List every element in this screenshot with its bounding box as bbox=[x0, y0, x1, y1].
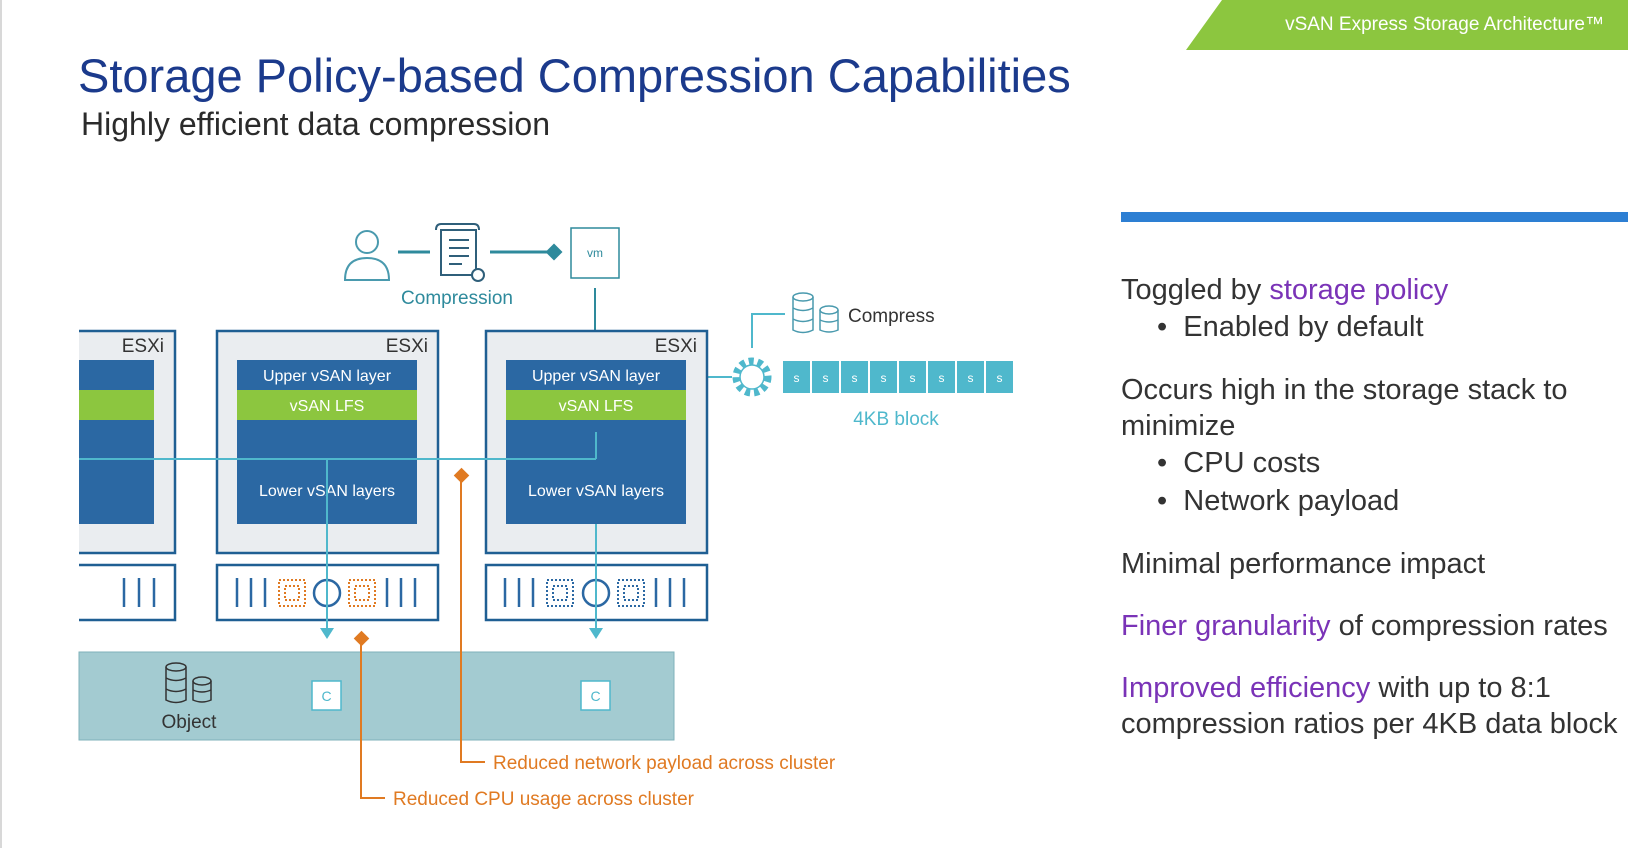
page-title: Storage Policy-based Compression Capabil… bbox=[78, 49, 1071, 102]
page-subtitle: Highly efficient data compression bbox=[81, 106, 550, 142]
esxi-label: ESXi bbox=[122, 336, 164, 357]
network-note: Reduced network payload across cluster bbox=[493, 753, 836, 774]
user-icon bbox=[343, 230, 391, 281]
block-segment-label: s bbox=[881, 371, 887, 385]
block-segment-label: s bbox=[910, 371, 916, 385]
product-badge-label: vSAN Express Storage Architecture™ bbox=[1285, 14, 1604, 35]
block-segment bbox=[986, 361, 1013, 393]
block-segment-label: s bbox=[997, 371, 1003, 385]
block-label: 4KB block bbox=[853, 409, 939, 430]
point-high-in-stack: Occurs high in the storage stack to mini… bbox=[1121, 374, 1568, 442]
cpu-chip-icon bbox=[546, 579, 574, 607]
bullet-enabled-default: • Enabled by default bbox=[1157, 311, 1424, 343]
left-edge-rule bbox=[0, 0, 2, 848]
cpu-chip-icon bbox=[617, 579, 645, 607]
block-segment-label: s bbox=[939, 371, 945, 385]
point-storage-policy: Toggled by storage policy bbox=[1121, 274, 1449, 306]
object-label: Object bbox=[162, 712, 218, 733]
database-icon bbox=[165, 662, 212, 704]
point-improved-efficiency: Improved efficiency with up to 8:1 compr… bbox=[1121, 672, 1618, 740]
block-segment-label: s bbox=[968, 371, 974, 385]
section-rule bbox=[1121, 212, 1628, 222]
upper-layer-label: Upper vSAN layer bbox=[532, 368, 661, 385]
vm-box bbox=[570, 227, 620, 279]
object-band bbox=[78, 651, 675, 741]
block-segment-label: s bbox=[794, 371, 800, 385]
upper-layer-label: Upper vSAN layer bbox=[263, 368, 392, 385]
finer-granularity-highlight: Finer granularity bbox=[1121, 610, 1331, 642]
compression-diagram: vm Compression Compress s s s s s s s s 4KB blo… bbox=[78, 223, 1013, 810]
network-path bbox=[79, 432, 597, 630]
block-segment bbox=[841, 361, 868, 393]
point-finer-granularity: Finer granularity of compression rates bbox=[1121, 610, 1608, 642]
esxi-host-2: ESXi Upper vSAN layer vSAN LFS Lower vSA… bbox=[215, 329, 440, 622]
bullet-cpu-costs: • CPU costs bbox=[1157, 447, 1321, 479]
point-minimal-impact: Minimal performance impact bbox=[1121, 548, 1486, 580]
vm-label: vm bbox=[587, 246, 603, 260]
database-icon bbox=[792, 292, 839, 334]
esxi-label: ESXi bbox=[386, 336, 428, 357]
block-segment-label: s bbox=[852, 371, 858, 385]
cpu-note: Reduced CPU usage across cluster bbox=[393, 789, 695, 810]
improved-efficiency-highlight: Improved efficiency bbox=[1121, 672, 1371, 704]
esxi-host-1: ESXi bbox=[79, 329, 177, 622]
compression-label: Compression bbox=[401, 288, 513, 309]
esxi-label: ESXi bbox=[655, 336, 697, 357]
block-segment bbox=[783, 361, 810, 393]
bullet-network-payload: • Network payload bbox=[1157, 485, 1400, 517]
gear-icon bbox=[732, 357, 772, 397]
key-points: Toggled by storage policy • Enabled by d… bbox=[1121, 272, 1621, 742]
lower-layer-label: Lower vSAN layers bbox=[528, 483, 664, 500]
block-segment bbox=[870, 361, 897, 393]
lfs-layer-label: vSAN LFS bbox=[559, 398, 634, 415]
block-segment bbox=[957, 361, 984, 393]
compress-label: Compress bbox=[848, 306, 935, 327]
product-badge bbox=[1186, 0, 1628, 50]
lfs-layer-label: vSAN LFS bbox=[290, 398, 365, 415]
policy-document-icon bbox=[435, 223, 485, 282]
compressed-chunk-label: C bbox=[590, 688, 600, 704]
compressed-chunk-label: C bbox=[321, 688, 331, 704]
block-segment bbox=[812, 361, 839, 393]
block-segment bbox=[899, 361, 926, 393]
cpu-chip-icon bbox=[348, 579, 376, 607]
storage-policy-highlight: storage policy bbox=[1269, 274, 1449, 306]
block-segment-label: s bbox=[823, 371, 829, 385]
cpu-chip-icon bbox=[278, 579, 306, 607]
block-segment bbox=[928, 361, 955, 393]
